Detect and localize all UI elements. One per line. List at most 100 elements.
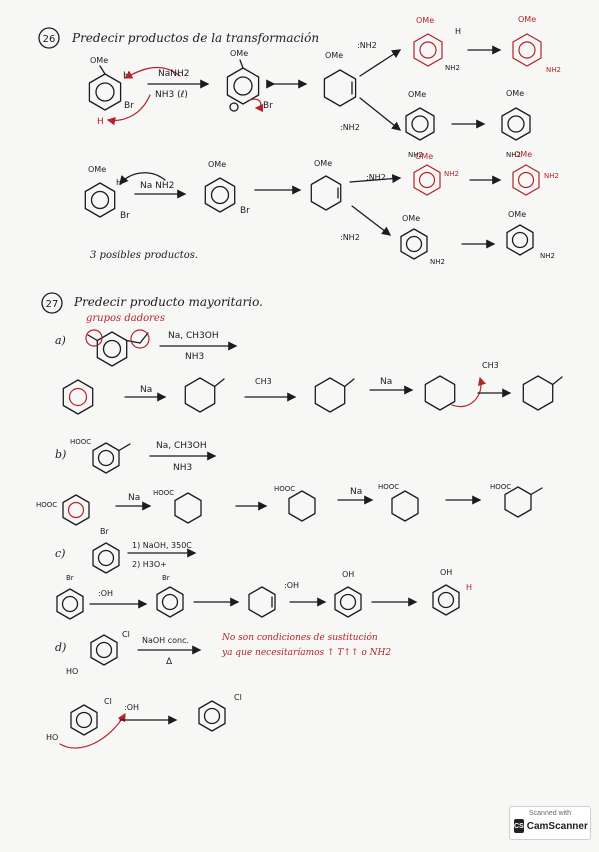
note-line-2: ya que necesitaríamos ↑ T↑↑ o NH2 xyxy=(221,647,391,658)
reagent-bottom: 2) H3O+ xyxy=(132,560,167,569)
br-label: Br xyxy=(263,101,273,111)
nh2-anion-label: :NH2 xyxy=(366,173,386,182)
reagent-bottom: NH3 xyxy=(173,463,192,473)
br-label: Br xyxy=(162,574,170,582)
ome-label: OMe xyxy=(506,89,524,98)
reagent-bottom: Δ xyxy=(166,657,173,667)
ome-label: OMe xyxy=(230,49,248,58)
na-label: Na xyxy=(140,385,152,395)
ome-label: OMe xyxy=(90,56,108,65)
cl-label: Cl xyxy=(234,693,242,702)
reagent-bottom: NH3 (ℓ) xyxy=(155,90,188,100)
cl-label: Cl xyxy=(104,697,112,706)
ch3-label: CH3 xyxy=(482,361,499,370)
benzene-ring xyxy=(501,107,531,141)
oh-label: OH xyxy=(342,570,354,579)
h-label-red: H xyxy=(97,117,104,127)
ho-label: HO xyxy=(46,733,58,742)
ome-label: OMe xyxy=(416,16,434,25)
carbanion-ring xyxy=(156,586,184,618)
chlorophenol-ring xyxy=(90,634,118,666)
ome-label: OMe xyxy=(415,152,433,161)
benzene-ring xyxy=(405,107,435,141)
problem-27-number: 27 xyxy=(46,299,59,310)
product-ring xyxy=(522,375,563,411)
benzene-ring xyxy=(88,73,122,111)
cl-label: Cl xyxy=(122,630,130,639)
note-line-1: No son condiciones de sustitución xyxy=(221,632,378,643)
benzene-ring-red xyxy=(512,33,542,67)
product-ring xyxy=(504,486,543,518)
bromobenzene-ring xyxy=(92,542,120,574)
hooc-label: HOOC xyxy=(36,501,57,509)
nh2-anion-label: :NH2 xyxy=(357,41,377,50)
part-d-label: d) xyxy=(55,641,66,654)
part-a-label: a) xyxy=(55,334,66,347)
na-label: Na xyxy=(350,487,362,497)
reagent-top: NaNH2 xyxy=(158,69,189,79)
watermark-caption: Scanned with xyxy=(528,810,572,817)
oh-anion-label: :OH xyxy=(124,703,139,712)
benzene-ring-red xyxy=(413,33,443,67)
reagent-nanh2: Na NH2 xyxy=(140,181,174,191)
anion-ring xyxy=(391,490,419,522)
camscanner-logo-icon: CS xyxy=(514,819,524,833)
nh2-label: NH2 xyxy=(408,151,423,159)
reagent-top: 1) NaOH, 350C xyxy=(132,541,192,550)
nh2-label: NH2 xyxy=(546,66,561,74)
benzene-ring-red xyxy=(413,164,441,196)
oh-label: OH xyxy=(440,568,452,577)
problem-27-circle xyxy=(41,292,63,314)
anion-ring xyxy=(424,375,456,411)
problem-26-title: Predecir productos de la transformación xyxy=(71,31,319,45)
benzene-ring xyxy=(506,224,534,256)
radical-ring xyxy=(288,490,316,522)
phenoxide-ring xyxy=(334,586,362,618)
ring xyxy=(56,588,84,620)
benzene-ring xyxy=(84,182,116,218)
ome-label: OMe xyxy=(314,159,332,168)
br-label: Br xyxy=(120,211,130,221)
carbanion-ring xyxy=(204,177,236,213)
na-label: Na xyxy=(380,377,392,387)
nh2-label: NH2 xyxy=(444,170,459,178)
benzene-ring-red xyxy=(512,164,540,196)
benzyne-ring xyxy=(248,586,276,618)
products-note: 3 posibles productos. xyxy=(90,250,198,261)
hooc-label: HOOC xyxy=(378,483,399,491)
benzyne-ring xyxy=(323,69,357,107)
problem-26-number: 26 xyxy=(43,34,56,45)
substituted-ring xyxy=(92,442,131,474)
part-c-label: c) xyxy=(55,547,65,560)
benzyne-intermediate xyxy=(226,67,260,105)
phenol-ring xyxy=(432,584,460,616)
benzyne-ring xyxy=(310,175,342,211)
ho-label: HO xyxy=(66,667,78,676)
problem-27-title: Predecir producto mayoritario. xyxy=(73,295,263,309)
reagent-top: Na, CH3OH xyxy=(168,331,219,341)
radical-anion-ring xyxy=(184,377,225,413)
hooc-label: HOOC xyxy=(153,489,174,497)
radical-ring xyxy=(314,377,355,413)
problem-26-circle xyxy=(38,27,60,49)
reagent-bottom: NH3 xyxy=(185,352,204,362)
br-label: Br xyxy=(240,206,250,216)
ome-label: OMe xyxy=(508,210,526,219)
br-label: Br xyxy=(124,101,134,111)
h-label: H xyxy=(466,583,472,592)
ome-label: OMe xyxy=(514,150,532,159)
ome-label: OMe xyxy=(208,160,226,169)
substituted-ring xyxy=(87,331,149,367)
reagent-top: Na, CH3OH xyxy=(156,441,207,451)
ring xyxy=(62,379,94,415)
part-b-label: b) xyxy=(55,448,66,461)
hooc-label: HOOC xyxy=(274,485,295,493)
benzene-ring xyxy=(400,228,428,260)
ome-label: OMe xyxy=(408,90,426,99)
hooc-label: HOOC xyxy=(490,483,511,491)
watermark-brand: CamScanner xyxy=(526,820,588,832)
hooc-label: HOOC xyxy=(70,438,91,446)
ome-label: OMe xyxy=(325,51,343,60)
ch3-label: CH3 xyxy=(255,377,272,386)
